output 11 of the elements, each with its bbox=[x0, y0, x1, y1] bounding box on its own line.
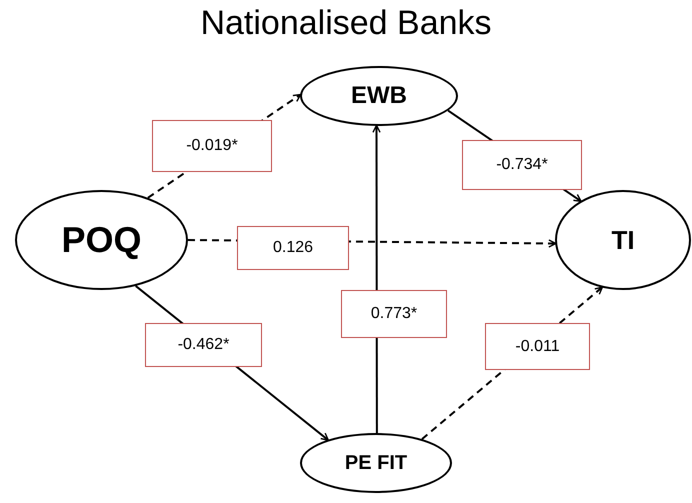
edge-label: 0.126 bbox=[237, 226, 349, 270]
edge-label: -0.734* bbox=[462, 140, 582, 190]
edge-label: 0.773* bbox=[341, 290, 447, 338]
node-label: PE FIT bbox=[344, 452, 408, 474]
diagram-title: Nationalised Banks bbox=[199, 4, 493, 43]
node-label: POQ bbox=[61, 219, 142, 261]
node-label: EWB bbox=[351, 82, 407, 110]
edge-label: -0.462* bbox=[145, 323, 262, 367]
edge-label: -0.019* bbox=[152, 120, 272, 172]
node-label: TI bbox=[611, 224, 635, 256]
edge-label: -0.011 bbox=[485, 323, 590, 370]
